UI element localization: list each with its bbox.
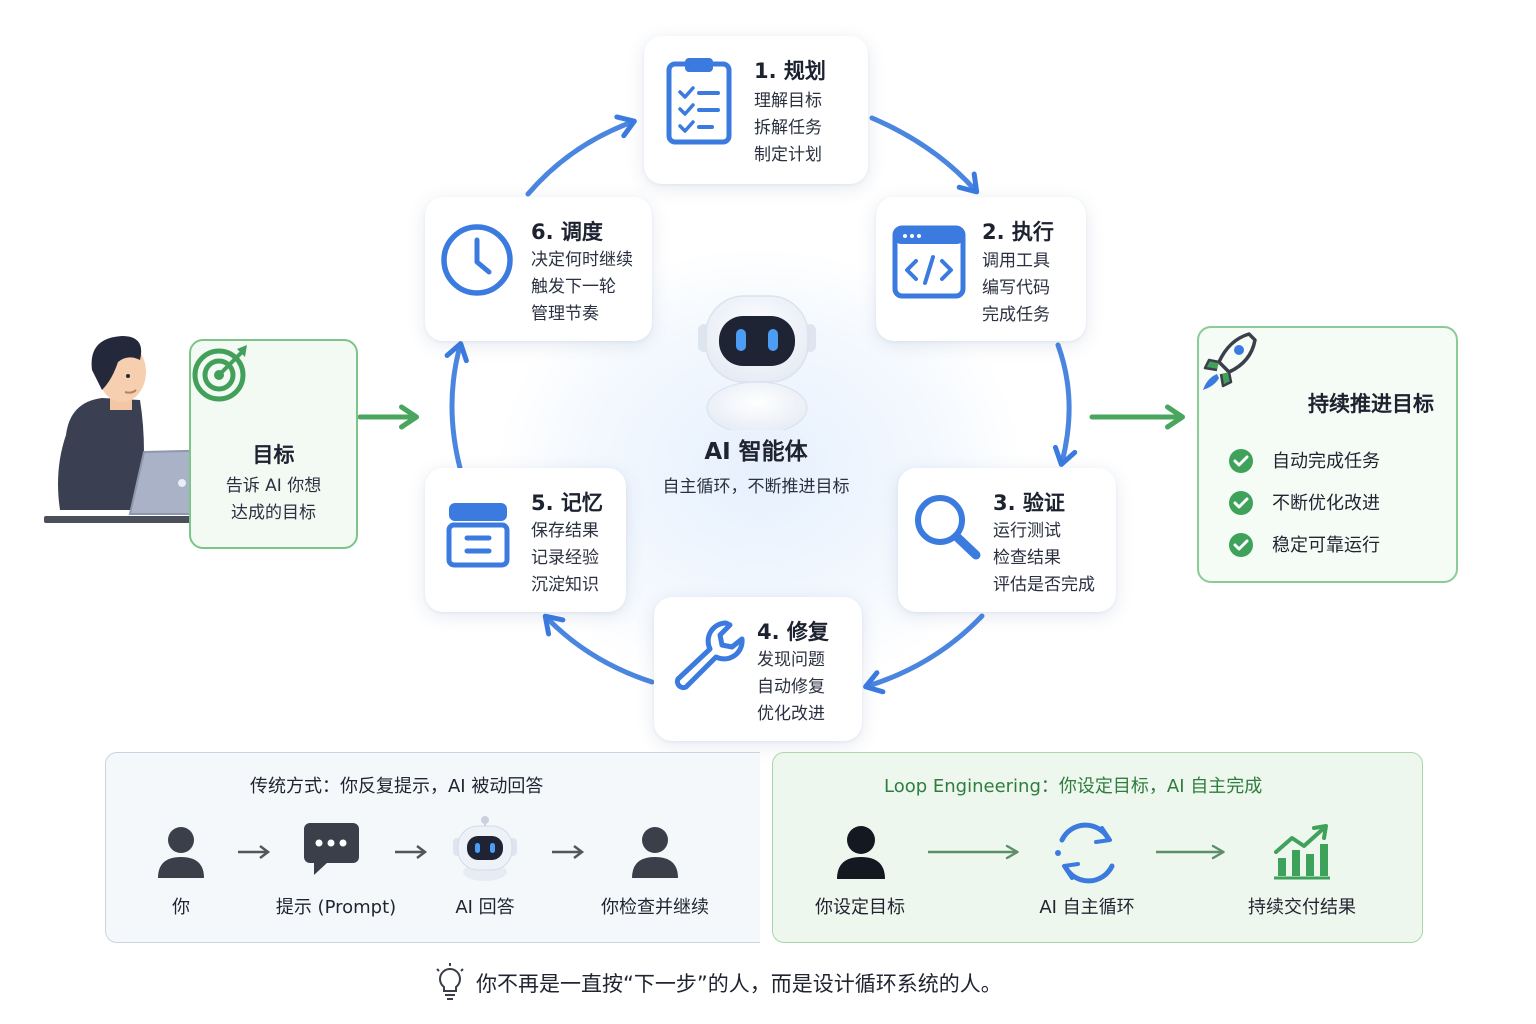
step-card-plan: 1. 规划 理解目标 拆解任务 制定计划 bbox=[644, 36, 868, 184]
arrow-verify-to-fix bbox=[863, 613, 985, 695]
step-line: 决定何时继续 bbox=[531, 250, 633, 270]
flow-label: 你 bbox=[172, 897, 190, 918]
step-line: 发现问题 bbox=[757, 650, 825, 670]
target-icon bbox=[192, 345, 247, 402]
step-lines: 决定何时继续 触发下一轮 管理节奏 bbox=[531, 247, 633, 328]
step-line: 保存结果 bbox=[531, 521, 599, 541]
result-item-label: 自动完成任务 bbox=[1272, 451, 1380, 472]
step-line: 编写代码 bbox=[982, 278, 1050, 298]
arrow-memory-to-schedule bbox=[444, 341, 469, 471]
check-circle-icon bbox=[1229, 533, 1253, 557]
traditional-title: 传统方式：你反复提示，AI 被动回答 bbox=[250, 776, 544, 797]
clock-icon bbox=[441, 224, 513, 296]
step-title: 1. 规划 bbox=[754, 59, 826, 83]
person-icon bbox=[837, 826, 885, 879]
arrow-right-icon bbox=[238, 845, 271, 859]
step-line: 评估是否完成 bbox=[993, 575, 1095, 595]
step-card-schedule: 6. 调度 决定何时继续 触发下一轮 管理节奏 bbox=[425, 197, 652, 341]
step-title: 2. 执行 bbox=[982, 220, 1054, 244]
loop-panel bbox=[772, 752, 1423, 943]
robot-icon bbox=[698, 295, 816, 430]
step-line: 理解目标 bbox=[754, 91, 822, 111]
clipboard-checklist-icon bbox=[666, 58, 732, 145]
code-window-icon bbox=[892, 225, 966, 299]
goal-box: 目标 告诉 AI 你想 达成的目标 bbox=[189, 339, 358, 549]
step-card-fix: 4. 修复 发现问题 自动修复 优化改进 bbox=[654, 597, 862, 741]
step-line: 优化改进 bbox=[757, 704, 825, 724]
arrow-fix-to-memory bbox=[542, 613, 655, 685]
arrow-schedule-to-plan bbox=[525, 114, 637, 197]
step-card-memory: 5. 记忆 保存结果 记录经验 沉淀知识 bbox=[425, 468, 626, 612]
step-title: 5. 记忆 bbox=[531, 491, 603, 515]
step-line: 制定计划 bbox=[754, 145, 822, 165]
magnifier-icon bbox=[915, 495, 981, 560]
rocket-icon bbox=[1203, 332, 1257, 390]
lightbulb-icon bbox=[436, 963, 464, 1000]
growth-chart-icon bbox=[1274, 824, 1330, 880]
refresh-cycle-icon bbox=[1055, 822, 1115, 884]
small-robot-icon bbox=[453, 816, 517, 881]
step-line: 拆解任务 bbox=[754, 118, 822, 138]
flow-label: AI 回答 bbox=[455, 897, 515, 918]
center-subtitle: 自主循环，不断推进目标 bbox=[662, 477, 850, 497]
step-lines: 发现问题 自动修复 优化改进 bbox=[757, 647, 825, 728]
step-lines: 保存结果 记录经验 沉淀知识 bbox=[531, 518, 599, 599]
step-title: 6. 调度 bbox=[531, 220, 603, 244]
step-lines: 理解目标 拆解任务 制定计划 bbox=[754, 88, 822, 169]
archive-box-icon bbox=[446, 503, 510, 568]
flow-label: 持续交付结果 bbox=[1248, 897, 1356, 918]
tip-text: 你不再是一直按“下一步”的人，而是设计循环系统的人。 bbox=[476, 972, 1002, 996]
step-title: 4. 修复 bbox=[757, 620, 829, 644]
step-line: 管理节奏 bbox=[531, 304, 599, 324]
arrow-exec-to-verify bbox=[1052, 342, 1078, 467]
person-icon bbox=[632, 827, 678, 878]
step-line: 触发下一轮 bbox=[531, 277, 616, 297]
step-lines: 调用工具 编写代码 完成任务 bbox=[982, 248, 1050, 329]
goal-line: 达成的目标 bbox=[231, 503, 316, 523]
result-title: 持续推进目标 bbox=[1308, 392, 1434, 416]
step-line: 运行测试 bbox=[993, 521, 1061, 541]
result-box: 持续推进目标 自动完成任务 不断优化改进 稳定可靠运行 bbox=[1197, 326, 1458, 583]
wrench-icon bbox=[674, 620, 745, 691]
step-line: 记录经验 bbox=[531, 548, 599, 568]
result-item-label: 不断优化改进 bbox=[1272, 493, 1380, 514]
step-card-verify: 3. 验证 运行测试 检查结果 评估是否完成 bbox=[898, 468, 1116, 612]
goal-description: 告诉 AI 你想 达成的目标 bbox=[191, 473, 356, 527]
flow-label: 你检查并继续 bbox=[601, 897, 709, 918]
step-line: 调用工具 bbox=[982, 251, 1050, 271]
flow-label: 你设定目标 bbox=[815, 897, 905, 918]
step-lines: 运行测试 检查结果 评估是否完成 bbox=[993, 518, 1095, 599]
arrow-plan-to-exec bbox=[869, 115, 980, 195]
goal-title: 目标 bbox=[252, 443, 295, 467]
flow-label: AI 自主循环 bbox=[1039, 897, 1135, 918]
check-circle-icon bbox=[1229, 449, 1253, 473]
step-title: 3. 验证 bbox=[993, 491, 1065, 515]
person-icon bbox=[158, 827, 204, 878]
step-line: 沉淀知识 bbox=[531, 575, 599, 595]
step-card-execute: 2. 执行 调用工具 编写代码 完成任务 bbox=[876, 197, 1086, 341]
center-title: AI 智能体 bbox=[704, 439, 808, 465]
step-line: 完成任务 bbox=[982, 305, 1050, 325]
result-item-label: 稳定可靠运行 bbox=[1272, 535, 1380, 556]
step-line: 检查结果 bbox=[993, 548, 1061, 568]
loop-title: Loop Engineering：你设定目标，AI 自主完成 bbox=[884, 776, 1263, 797]
check-circle-icon bbox=[1229, 491, 1253, 515]
chat-bubble-icon bbox=[304, 823, 359, 875]
arrow-right-icon bbox=[552, 845, 585, 859]
flow-label: 提示 (Prompt) bbox=[275, 897, 397, 918]
arrow-right-icon bbox=[395, 845, 428, 859]
step-line: 自动修复 bbox=[757, 677, 825, 697]
goal-line: 告诉 AI 你想 bbox=[225, 476, 322, 496]
